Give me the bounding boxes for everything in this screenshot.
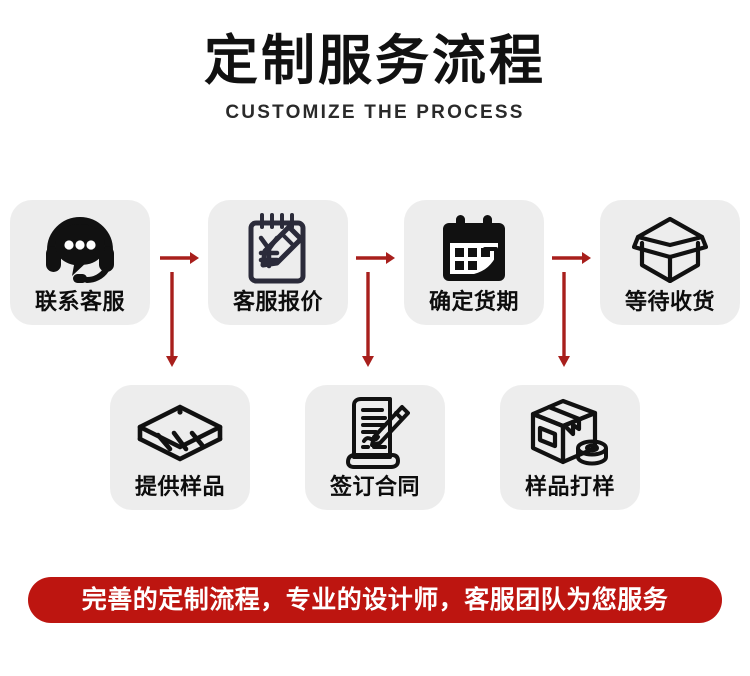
bottom-slogan-banner: 完善的定制流程，专业的设计师，客服团队为您服务 [28,577,722,623]
process-step-label: 确定货期 [428,289,519,314]
open-box-icon [600,210,740,288]
process-step-card-confirm-delivery-date[interactable]: 确定货期 [404,200,544,325]
process-step-card-sample-proofing[interactable]: 样品打样 [500,385,640,510]
arrow-down-icon-1 [164,272,180,373]
notepad-yen-pencil-icon [208,210,348,288]
calendar-icon [404,210,544,288]
contract-scroll-pen-icon [305,395,445,473]
process-step-card-await-delivery[interactable]: 等待收货 [600,200,740,325]
fabric-swatches-icon [110,395,250,473]
process-step-label: 联系客服 [34,289,125,314]
arrow-right-icon-1 [160,250,200,271]
process-step-label: 提供样品 [134,474,225,499]
process-step-card-provide-sample[interactable]: 提供样品 [110,385,250,510]
headset-chat-icon [10,210,150,288]
slogan-text: 完善的定制流程，专业的设计师，客服团队为您服务 [81,586,669,614]
arrow-down-icon-3 [556,272,572,373]
arrow-right-icon-2 [356,250,396,271]
process-step-label: 客服报价 [232,289,323,314]
page-title: 定制服务流程 [204,31,546,91]
process-step-card-sign-contract[interactable]: 签订合同 [305,385,445,510]
arrow-right-icon-3 [552,250,592,271]
process-step-label: 等待收货 [624,289,715,314]
process-step-label: 签订合同 [329,474,420,499]
process-step-card-contact-service[interactable]: 联系客服 [10,200,150,325]
sealed-box-tape-icon [500,395,640,473]
arrow-down-icon-2 [360,272,376,373]
process-step-label: 样品打样 [524,474,615,499]
page-header: 定制服务流程 CUSTOMIZE THE PROCESS [0,30,750,125]
process-step-card-service-quote[interactable]: 客服报价 [208,200,348,325]
page-subtitle: CUSTOMIZE THE PROCESS [225,102,525,123]
